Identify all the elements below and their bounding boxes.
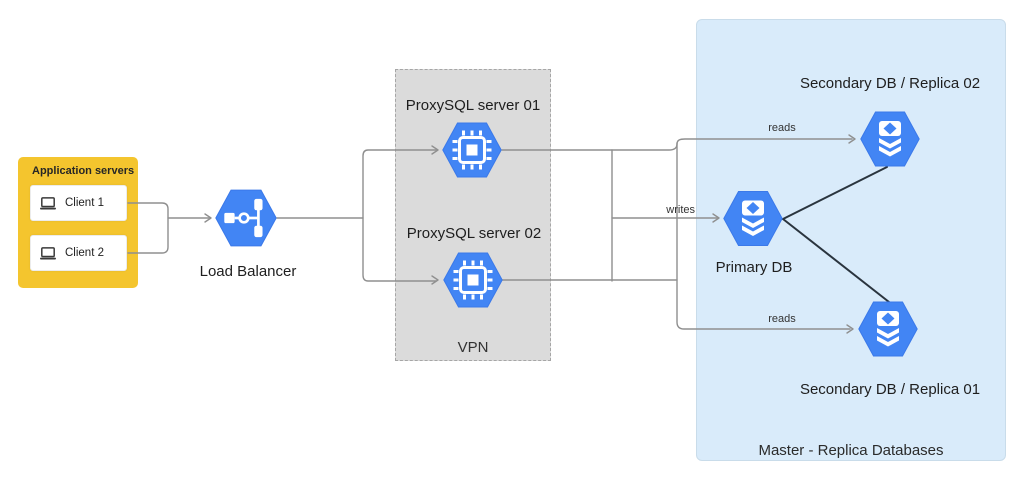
client-2-card: Client 2: [30, 235, 127, 271]
reads-bottom-edge-label: reads: [768, 313, 796, 325]
replication-line-to-replica01: [782, 218, 890, 303]
edge-split-to-proxysql: [362, 149, 437, 282]
application-servers-group: Application servers Client 1 Client 2: [18, 157, 138, 288]
application-servers-title: Application servers: [32, 165, 135, 177]
client-2-label: Client 2: [65, 247, 104, 259]
client-1-label: Client 1: [65, 197, 104, 209]
secondary-db-replica-01-label: Secondary DB / Replica 01: [799, 381, 981, 398]
replication-line-to-replica02: [782, 166, 888, 220]
vpn-group: ProxySQL server 01 ProxySQL server 02 VP…: [395, 69, 551, 361]
master-replica-title: Master - Replica Databases: [758, 442, 944, 459]
secondary-db-replica-02-node: [860, 111, 920, 167]
load-balancer-node: [215, 189, 277, 247]
load-balancer-hexagon-icon: [215, 189, 277, 247]
cpu-chip-hexagon-icon: [443, 252, 503, 308]
primary-db-label: Primary DB: [715, 259, 793, 276]
primary-db-node: [723, 190, 783, 247]
writes-edge-label: writes: [666, 204, 695, 216]
arrowhead-writes: [712, 213, 720, 223]
arrowhead-reads-bottom: [846, 324, 854, 334]
database-stack-hexagon-icon: [858, 301, 918, 357]
proxysql-server-02-label: ProxySQL server 02: [406, 225, 542, 242]
proxysql-server-02-node: [443, 252, 503, 308]
cpu-chip-hexagon-icon: [442, 122, 502, 178]
arrowhead-proxysql-02: [431, 275, 439, 285]
arrowhead-reads-top: [848, 134, 856, 144]
database-stack-hexagon-icon: [723, 190, 783, 247]
load-balancer-label: Load Balancer: [199, 263, 297, 280]
proxysql-server-01-node: [442, 122, 502, 178]
reads-top-edge-label: reads: [768, 122, 796, 134]
vpn-title: VPN: [457, 339, 489, 356]
edge-clients-bracket: [127, 202, 169, 254]
secondary-db-replica-02-label: Secondary DB / Replica 02: [799, 75, 981, 92]
secondary-db-replica-01-node: [858, 301, 918, 357]
database-stack-hexagon-icon: [860, 111, 920, 167]
arrowhead-proxysql-01: [431, 145, 439, 155]
edge-vertical-to-reads-bottom: [676, 142, 851, 330]
proxysql-server-01-label: ProxySQL server 01: [405, 97, 541, 114]
client-1-card: Client 1: [30, 185, 127, 221]
arrowhead-load-balancer: [204, 213, 212, 223]
